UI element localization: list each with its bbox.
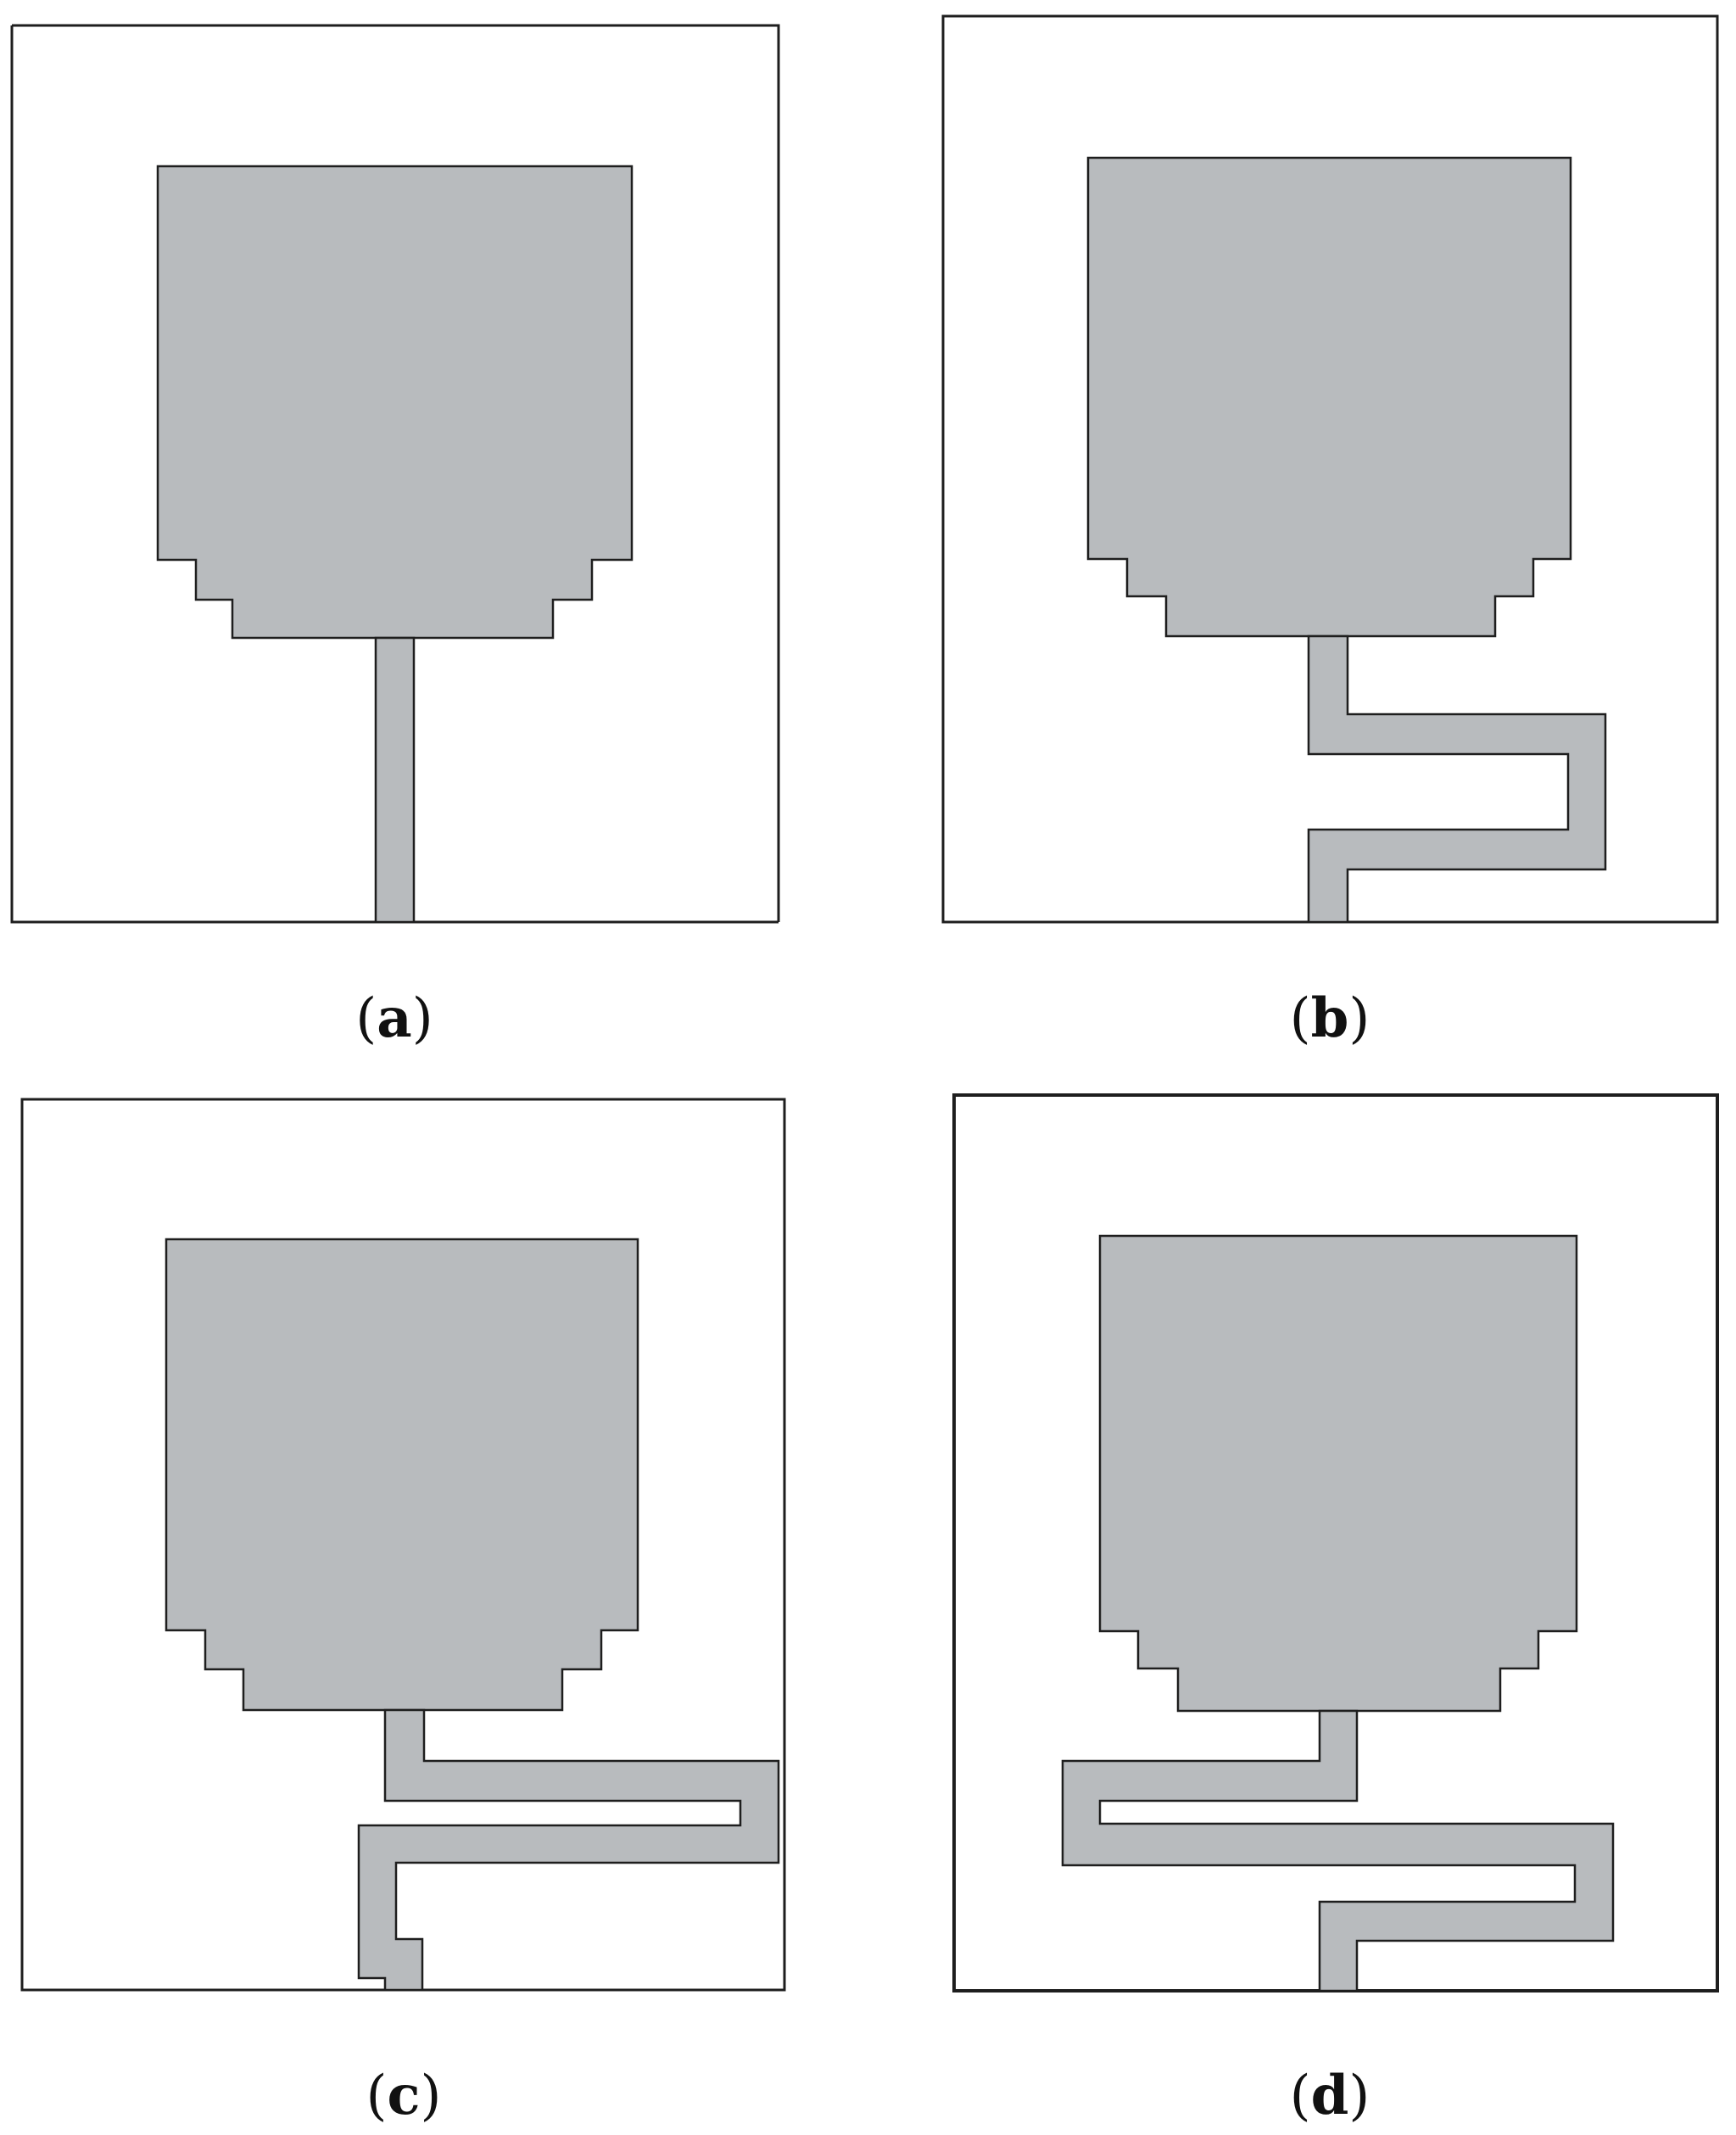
panel-b: (b) (941, 14, 1719, 1050)
panel-d-caption: (d) (1290, 2064, 1370, 2127)
panel-d: (d) (952, 1093, 1719, 2127)
panel-a-caption: (a) (355, 986, 433, 1050)
panel-c-caption: (c) (366, 2064, 442, 2127)
panel-a-feed-line (374, 636, 416, 924)
panel-b-caption: (b) (1290, 986, 1370, 1050)
panel-c-radiating-patch (165, 1238, 639, 1712)
panel-b-meander-feed-line (1307, 634, 1607, 924)
panel-b-radiating-patch (1086, 156, 1572, 638)
panel-c-meander-feed-line (357, 1708, 780, 1992)
panel-a-radiating-patch (156, 165, 634, 640)
panel-d-radiating-patch (1098, 1234, 1578, 1713)
panel-a: (a) (10, 24, 780, 1050)
panel-d-meander-feed-line (1061, 1709, 1615, 1992)
panel-c: (c) (20, 1098, 786, 2127)
